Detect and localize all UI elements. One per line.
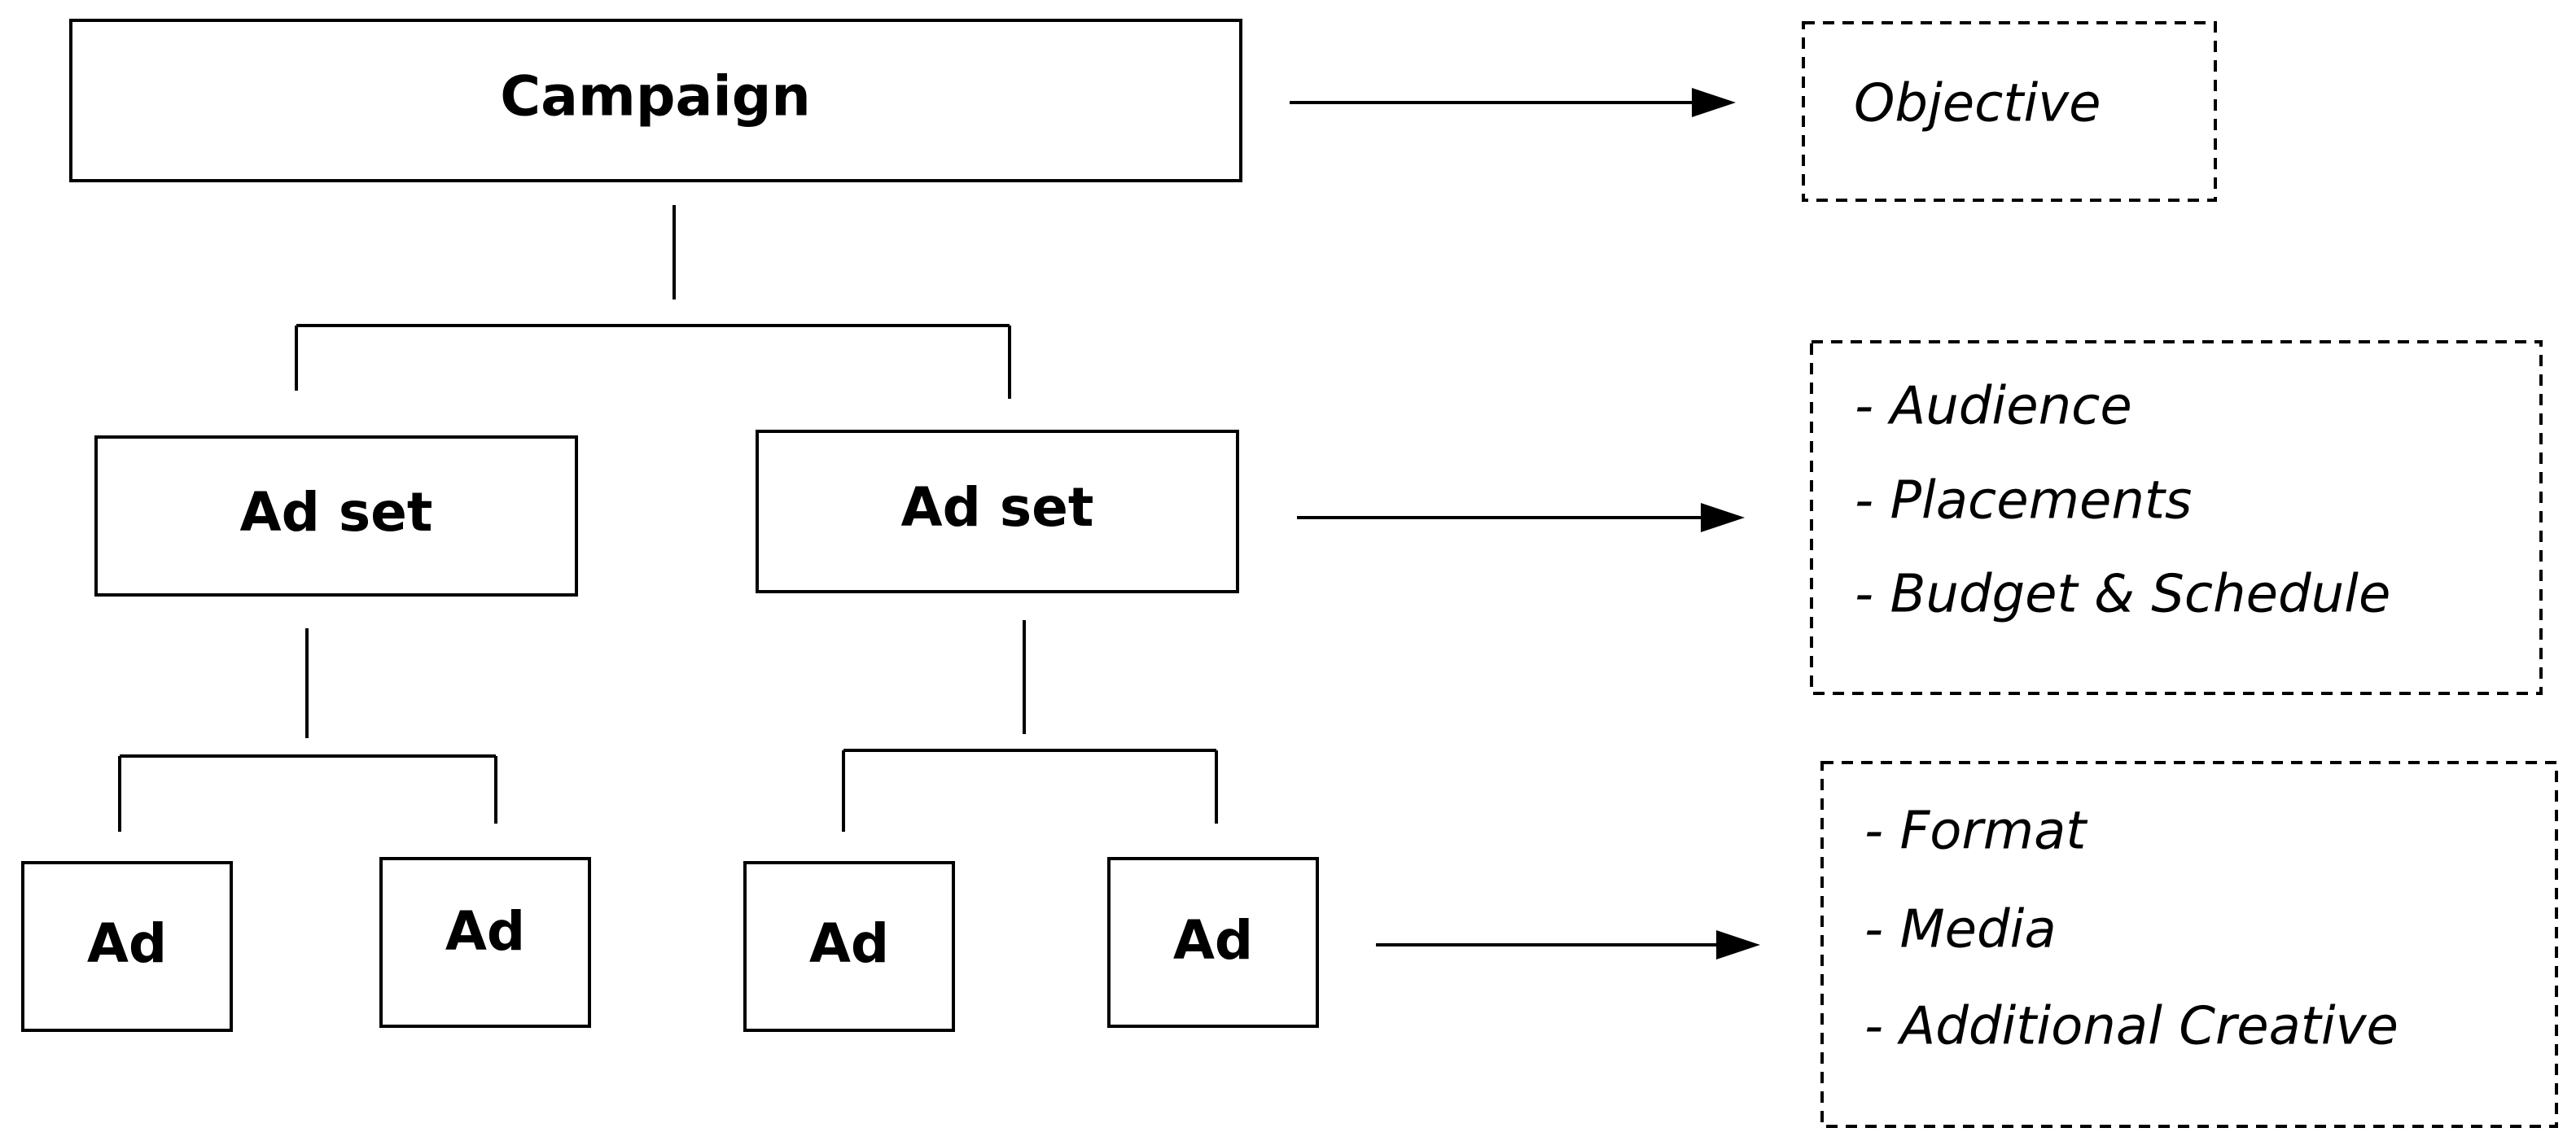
- ad-label-4: Ad: [1173, 909, 1253, 972]
- ad-node-1: Ad: [21, 861, 233, 1032]
- ad-set-label-2: Ad set: [901, 476, 1094, 539]
- ad-set-connector-2: [842, 620, 1218, 832]
- ad-set-node-2: Ad set: [756, 430, 1239, 593]
- ad-set-connector-1: [118, 628, 497, 832]
- ad-set-node-1: Ad set: [94, 435, 578, 597]
- ad-label-3: Ad: [809, 912, 889, 975]
- ad-node-2: Ad: [379, 857, 591, 1028]
- ad-node-3: Ad: [743, 861, 955, 1032]
- campaign-node: Campaign: [69, 19, 1242, 182]
- ad-arrow: [1376, 930, 1760, 960]
- ad-set-label-1: Ad set: [240, 481, 433, 544]
- ad-set-note-line-1: - Audience: [1855, 377, 2132, 437]
- ad-label-2: Ad: [445, 900, 525, 963]
- ad-node-4: Ad: [1107, 857, 1319, 1028]
- ad-set-settings-note: - Audience - Placements - Budget & Sched…: [1810, 340, 2543, 695]
- ad-label-1: Ad: [87, 912, 167, 975]
- ad-note-line-3: - Additional Creative: [1864, 997, 2399, 1057]
- ad-set-note-line-3: - Budget & Schedule: [1855, 565, 2390, 625]
- objective-note: Objective: [1802, 21, 2217, 202]
- ad-settings-note: - Format - Media - Additional Creative: [1820, 761, 2558, 1128]
- ad-note-line-2: - Media: [1864, 900, 2057, 960]
- campaign-connector: [295, 205, 1011, 399]
- ad-set-note-line-2: - Placements: [1855, 471, 2192, 531]
- ad-set-arrow: [1297, 503, 1745, 532]
- ad-note-line-1: - Format: [1864, 802, 2088, 862]
- campaign-label: Campaign: [500, 65, 811, 129]
- campaign-arrow: [1290, 88, 1736, 117]
- objective-note-line-1: Objective: [1854, 74, 2101, 134]
